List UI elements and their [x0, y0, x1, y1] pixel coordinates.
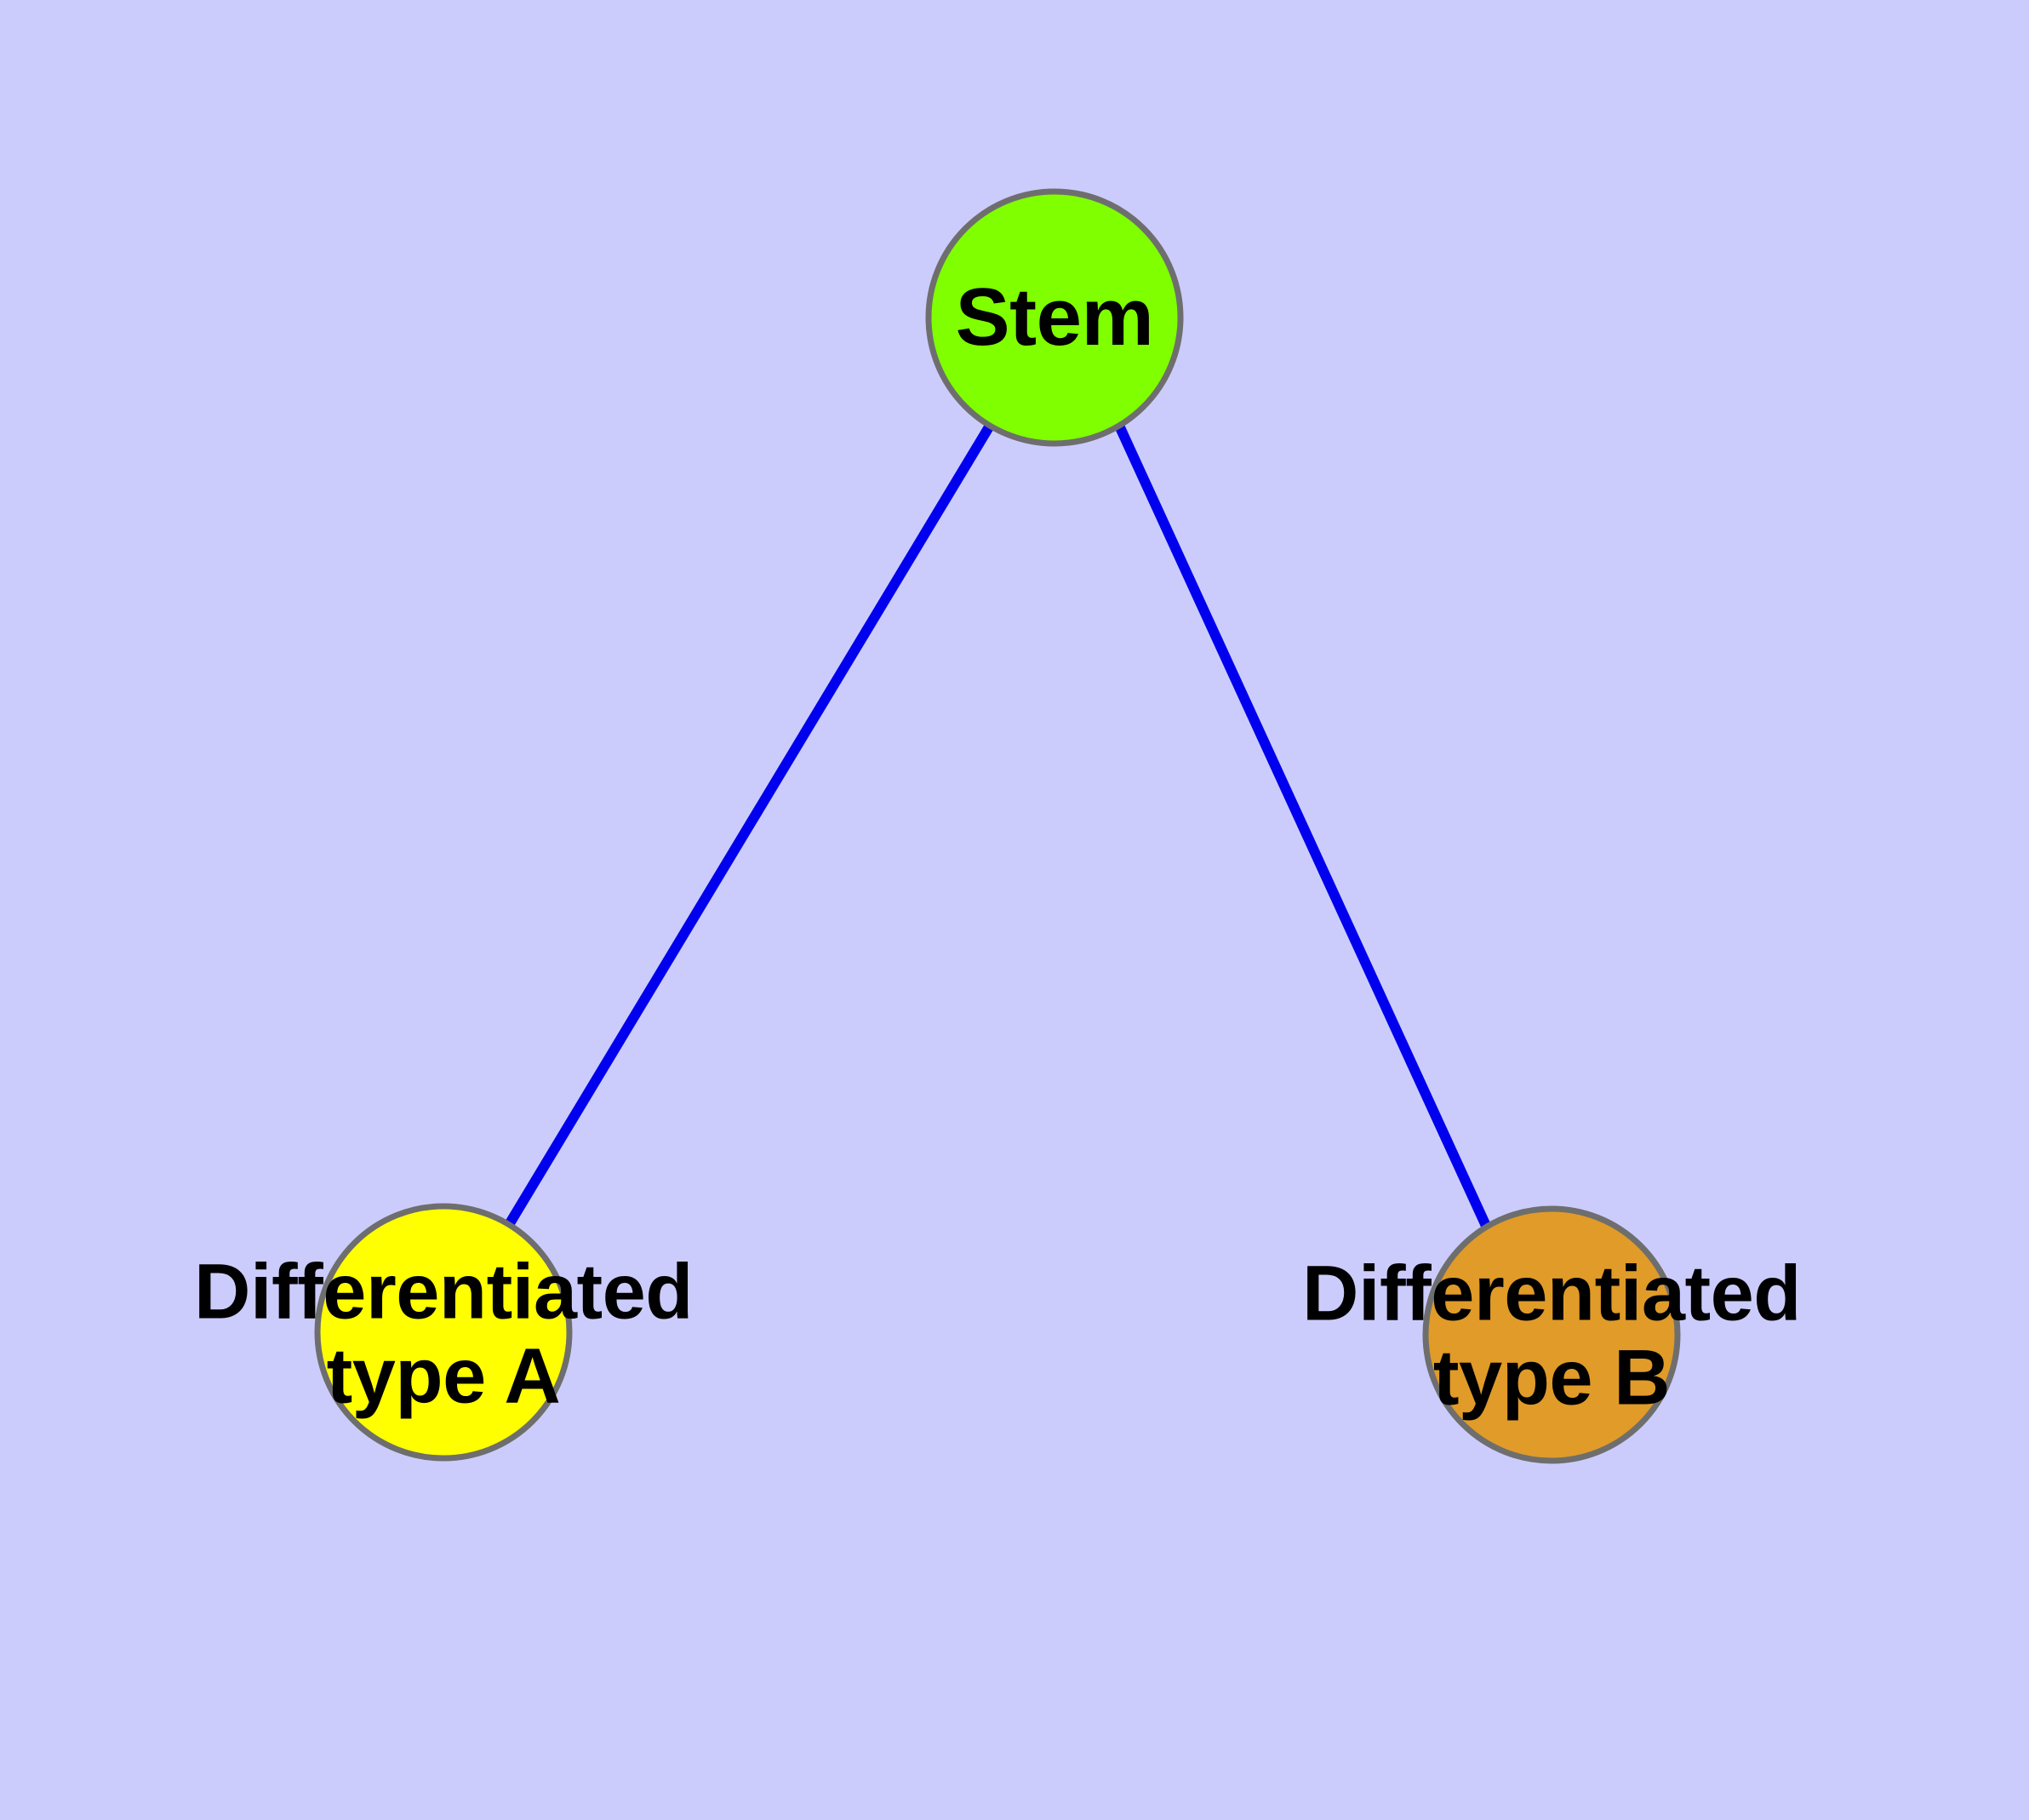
- node-layer: [314, 188, 1681, 1464]
- node-stem[interactable]: [925, 188, 1184, 447]
- edge-stem-to-diff-a[interactable]: [505, 422, 995, 1227]
- edge-stem-to-diff-b[interactable]: [1114, 423, 1491, 1228]
- edge-layer: [505, 422, 1491, 1228]
- node-diff-b[interactable]: [1422, 1205, 1681, 1464]
- node-diff-a[interactable]: [314, 1203, 573, 1462]
